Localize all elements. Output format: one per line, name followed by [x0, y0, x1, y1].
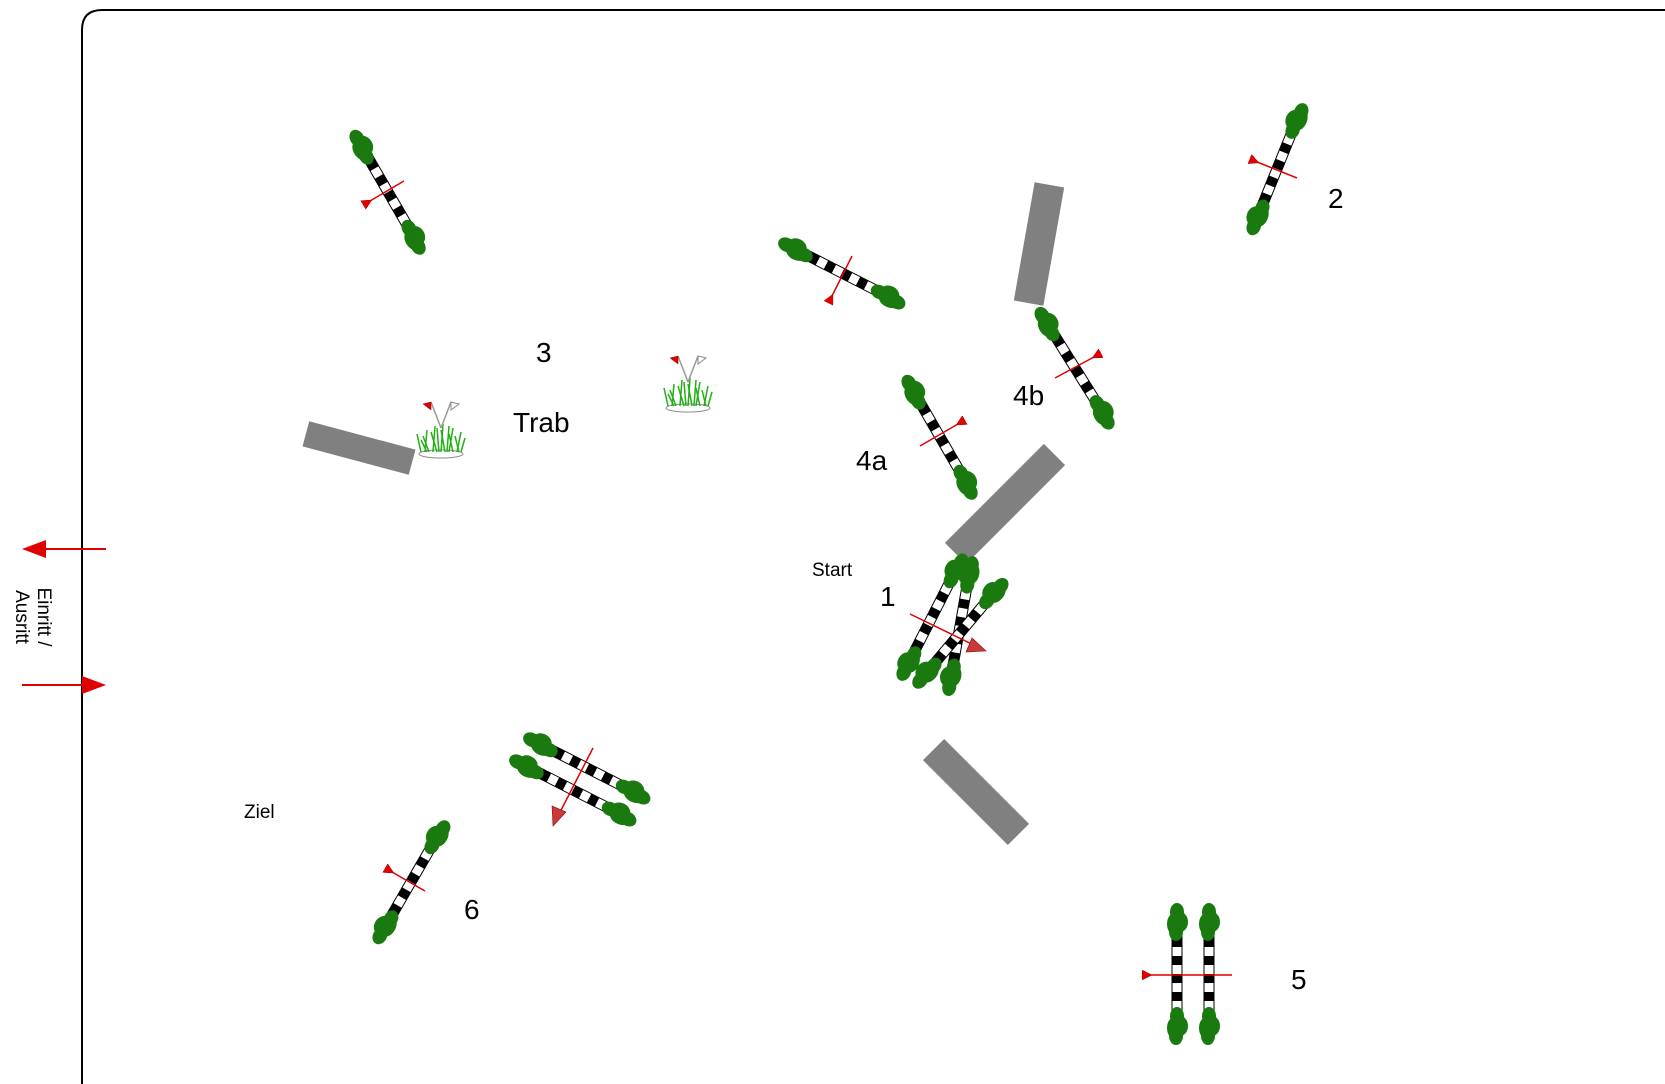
- obstacle-1: [890, 549, 1013, 698]
- obstacle-2: [1240, 99, 1313, 239]
- svg-text:Ausritt: Ausritt: [11, 590, 32, 645]
- label-start: Start: [812, 560, 853, 581]
- label-5: 5: [1291, 964, 1307, 995]
- trab-marker-left: [416, 401, 466, 459]
- trab-marker-right: [663, 355, 713, 413]
- obstacle-double-lower: [505, 726, 655, 831]
- label-trab: Trab: [513, 407, 570, 438]
- walls: [302, 182, 1066, 846]
- label-2: 2: [1328, 183, 1344, 214]
- wall: [302, 421, 416, 475]
- obstacle-top-left: [344, 125, 433, 258]
- label-1: 1: [880, 581, 896, 612]
- obstacle-5: [1150, 903, 1232, 1045]
- wall: [1013, 182, 1065, 306]
- label-ziel: Ziel: [244, 802, 275, 823]
- obstacle-middle-top: [774, 231, 910, 314]
- label-6: 6: [464, 894, 480, 925]
- svg-text:Einritt /: Einritt /: [33, 587, 54, 647]
- entrance-label: Einritt / Ausritt: [11, 587, 54, 647]
- label-3: 3: [536, 337, 552, 368]
- obstacle-6: [366, 815, 455, 948]
- label-4b: 4b: [1013, 380, 1044, 411]
- obstacle-4a: [896, 370, 985, 503]
- arena-border: [81, 9, 1665, 1084]
- entrance-exit-arrows: [22, 540, 106, 694]
- wall: [922, 738, 1030, 846]
- label-4a: 4a: [856, 445, 888, 476]
- obstacle-4b: [1029, 302, 1122, 434]
- wall: [944, 443, 1066, 565]
